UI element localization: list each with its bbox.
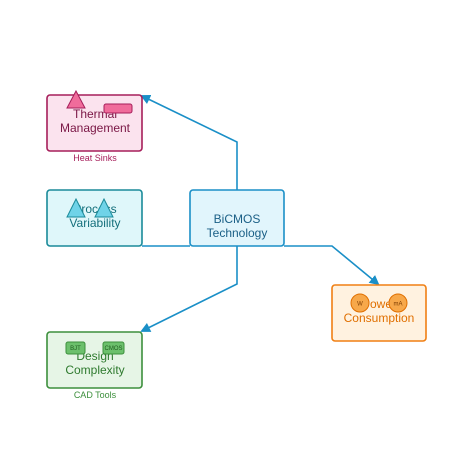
node-bicmos-technology[interactable]: BiCMOS Technology: [189, 189, 285, 247]
triangle-icon: [66, 197, 86, 218]
milliamp-coin-icon: [388, 293, 408, 313]
node-title-line2: Management: [60, 121, 131, 135]
node-process-variability[interactable]: Process Variability: [46, 189, 143, 247]
node-thermal-management[interactable]: Thermal Management Heat Sinks: [46, 89, 143, 163]
watt-coin-label: W: [357, 302, 363, 308]
bjt-chip-label: BJT: [70, 346, 81, 352]
watt-coin-icon: [350, 293, 370, 313]
bjt-chip-icon: [65, 341, 86, 355]
connector-center-to-thermal: [140, 94, 238, 190]
node-title-line1: Power: [362, 297, 396, 311]
node-design-complexity[interactable]: Design Complexity BJT CMOS CAD Tools: [46, 331, 143, 400]
node-power-consumption[interactable]: Power Consumption W mA: [331, 284, 427, 342]
node-box: [46, 189, 143, 247]
node-title-line2: Technology: [207, 226, 268, 240]
node-subtitle: CAD Tools: [74, 390, 117, 400]
connector-center-to-design: [140, 246, 238, 332]
node-subtitle: Heat Sinks: [73, 153, 117, 163]
node-title-line1: BiCMOS: [214, 212, 261, 226]
cmos-chip-label: CMOS: [105, 346, 123, 352]
heat-sink-icon: [103, 103, 133, 114]
triangle-icon: [66, 89, 86, 109]
node-title-line2: Complexity: [65, 363, 124, 377]
node-title-line2: Variability: [69, 216, 120, 230]
node-title-line2: Consumption: [344, 311, 415, 325]
connector-center-to-power: [284, 245, 380, 286]
cmos-chip-icon: [102, 341, 125, 355]
milliamp-coin-label: mA: [394, 302, 403, 308]
node-box: [189, 189, 285, 247]
triangle-icon: [94, 197, 114, 218]
